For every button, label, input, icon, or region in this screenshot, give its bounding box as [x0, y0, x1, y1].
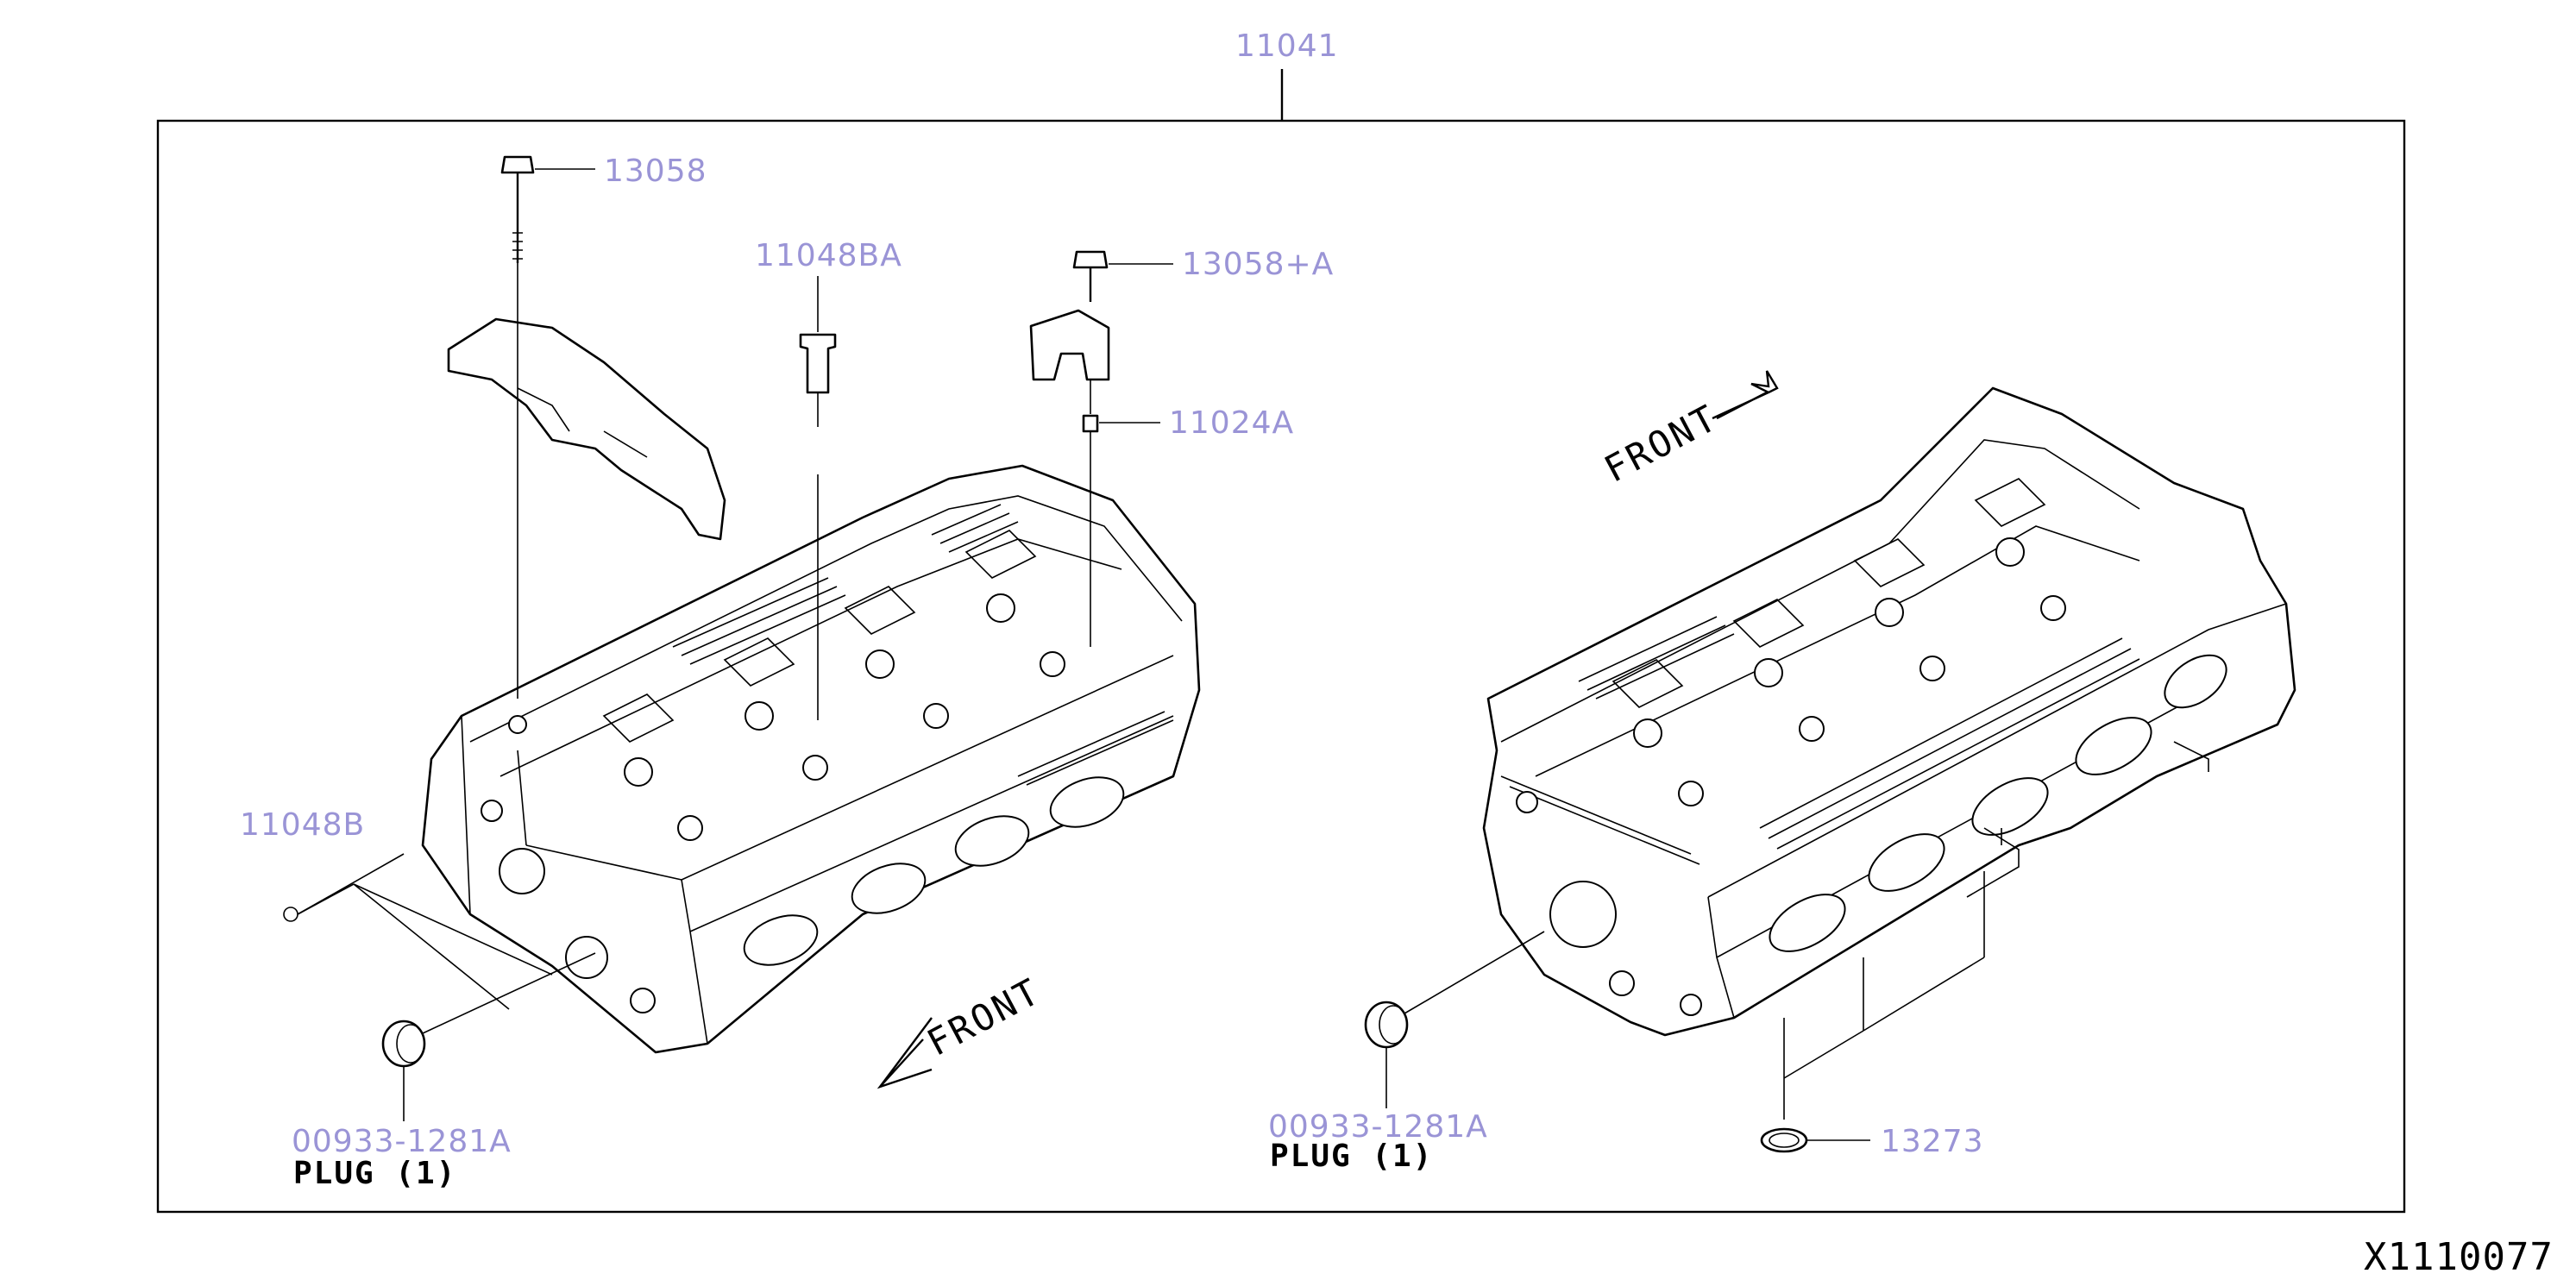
bolt-13058-a: [1029, 250, 1110, 414]
seal-13273: [1760, 871, 1985, 1153]
front-arrow-right: FRONT: [1598, 370, 1779, 491]
label-plug-number-left: 00933-1281A: [292, 1124, 512, 1159]
label-plug-11048B: 11048B: [240, 807, 365, 843]
label-plug-text-right: PLUG (1): [1270, 1139, 1433, 1174]
figure-id: X1110077: [2364, 1235, 2554, 1279]
label-assembly: 11041: [1235, 28, 1339, 64]
front-arrow-left: FRONT: [876, 969, 1048, 1089]
label-bolt-13058-a: 13058+A: [1182, 247, 1334, 282]
front-label-right: FRONT: [1598, 396, 1725, 491]
cylinder-head-right: [1482, 386, 2296, 1037]
label-plug-text-left: PLUG (1): [293, 1156, 456, 1191]
front-cover-bracket: [447, 317, 726, 541]
dowel-11024A: [1082, 414, 1099, 647]
label-seal-13273: 13273: [1881, 1124, 1984, 1159]
cylinder-head-left: [421, 464, 1201, 1054]
label-dowel-11024A: 11024A: [1169, 405, 1294, 441]
assembly-frame: [156, 119, 2406, 1214]
guide-11048BA: [799, 276, 837, 720]
plug-left: [381, 952, 596, 1121]
label-bolt-13058: 13058: [604, 154, 707, 189]
label-plug-number-right: 00933-1281A: [1268, 1109, 1488, 1145]
bolt-13058: [500, 155, 535, 699]
label-guide-11048BA: 11048BA: [755, 238, 902, 273]
front-label-left: FRONT: [920, 969, 1048, 1064]
plug-right: [1364, 931, 1545, 1108]
